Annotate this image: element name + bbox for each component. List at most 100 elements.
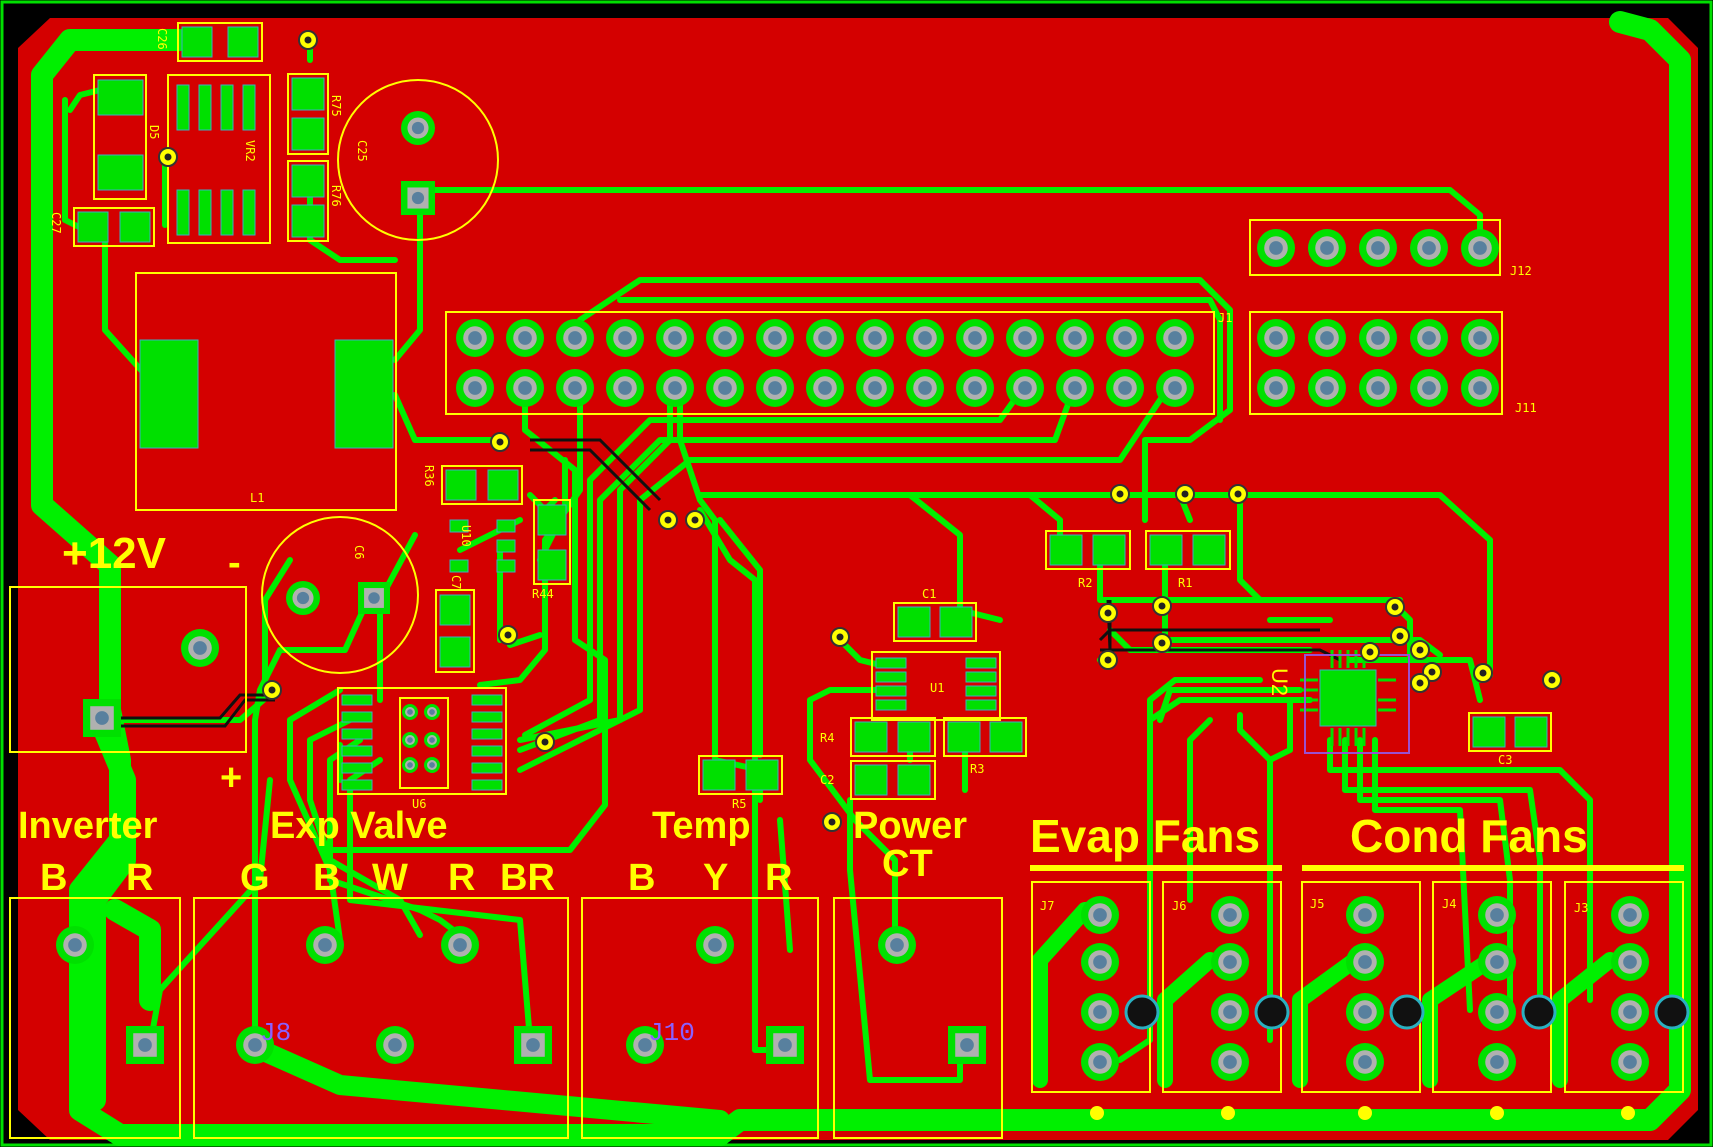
- via-hole: [1234, 490, 1242, 498]
- drill-hole: [1422, 241, 1436, 255]
- via-hole: [1396, 632, 1404, 640]
- ref-u1: U1: [930, 681, 944, 695]
- drill-hole: [468, 331, 482, 345]
- via-hole: [1158, 639, 1166, 647]
- via-hole: [1428, 668, 1436, 676]
- drill-hole: [368, 592, 380, 604]
- via-hole: [1104, 609, 1112, 617]
- ref-j4: J4: [1442, 897, 1456, 911]
- label-cond-fans: Cond Fans: [1350, 810, 1588, 862]
- mount-hole: [1254, 994, 1290, 1030]
- drill-hole: [1623, 1005, 1637, 1019]
- label-temp: Temp: [652, 805, 751, 847]
- ref-l1: L1: [250, 491, 264, 505]
- ref-r44: R44: [532, 587, 554, 601]
- label-minus: -: [228, 542, 241, 584]
- drill-hole: [468, 381, 482, 395]
- label-ev-b: B: [313, 857, 340, 899]
- ref-c26: C26: [155, 28, 169, 50]
- via-hole: [1104, 656, 1112, 664]
- via-hole: [836, 633, 844, 641]
- drill-hole: [429, 737, 435, 743]
- drill-hole: [768, 381, 782, 395]
- drill-hole: [960, 1038, 974, 1052]
- label-temp-y: Y: [703, 857, 728, 899]
- drill-hole: [1358, 1005, 1372, 1019]
- drill-hole: [1320, 241, 1334, 255]
- label-ev-w: W: [372, 857, 408, 899]
- drill-hole: [1093, 908, 1107, 922]
- drill-hole: [1068, 381, 1082, 395]
- drill-hole: [1168, 331, 1182, 345]
- drill-hole: [668, 381, 682, 395]
- ref-j8: J8: [260, 1018, 291, 1048]
- drill-hole: [1269, 241, 1283, 255]
- drill-hole: [1223, 955, 1237, 969]
- ref-c27: C27: [49, 212, 63, 234]
- drill-hole: [968, 331, 982, 345]
- via-hole: [1181, 490, 1189, 498]
- drill-hole: [618, 381, 632, 395]
- label-power-ct-1: Power: [853, 805, 967, 847]
- via-hole: [504, 631, 512, 639]
- drill-hole: [1223, 1005, 1237, 1019]
- drill-hole: [1490, 908, 1504, 922]
- drill-hole: [68, 938, 82, 952]
- ref-r4: R4: [820, 731, 834, 745]
- drill-hole: [1473, 381, 1487, 395]
- drill-hole: [1168, 381, 1182, 395]
- label-exp-valve: Exp Valve: [270, 805, 447, 847]
- drill-hole: [768, 331, 782, 345]
- silkscreen: [9, 22, 1684, 1139]
- drill-hole: [407, 737, 413, 743]
- ref-r75: R75: [329, 95, 343, 117]
- mount-hole: [1389, 994, 1425, 1030]
- via-hole: [541, 738, 549, 746]
- label-ev-r: R: [448, 857, 475, 899]
- drill-hole: [1223, 1055, 1237, 1069]
- ref-j7: J7: [1040, 899, 1054, 913]
- drill-hole: [1093, 1005, 1107, 1019]
- via-hole: [664, 516, 672, 524]
- via-hole: [1391, 603, 1399, 611]
- label-power: +12V: [62, 529, 167, 578]
- via-hole: [1479, 669, 1487, 677]
- drill-hole: [708, 938, 722, 952]
- label-ev-g: G: [240, 857, 270, 899]
- drill-hole: [868, 381, 882, 395]
- label-inverter-r: R: [126, 857, 153, 899]
- drill-hole: [1223, 908, 1237, 922]
- mount-hole: [1654, 994, 1690, 1030]
- ref-j12: J12: [1510, 264, 1532, 278]
- label-temp-r: R: [765, 857, 792, 899]
- drill-hole: [1018, 381, 1032, 395]
- ref-j6: J6: [1172, 899, 1186, 913]
- via-hole: [828, 818, 836, 826]
- drill-hole: [1490, 1055, 1504, 1069]
- ref-c2: C2: [820, 773, 834, 787]
- drill-hole: [138, 1038, 152, 1052]
- ref-j3: J3: [1574, 901, 1588, 915]
- drill-hole: [818, 381, 832, 395]
- drill-hole: [1422, 381, 1436, 395]
- drill-hole: [1118, 381, 1132, 395]
- ref-r2: R2: [1078, 576, 1092, 590]
- label-power-ct-2: CT: [882, 843, 933, 885]
- drill-hole: [453, 938, 467, 952]
- drill-hole: [1068, 331, 1082, 345]
- drill-hole: [518, 331, 532, 345]
- drill-hole: [411, 121, 425, 135]
- drill-hole: [1358, 908, 1372, 922]
- ref-r1: R1: [1178, 576, 1192, 590]
- drill-hole: [568, 381, 582, 395]
- ref-r76: R76: [329, 185, 343, 207]
- drill-hole: [429, 709, 435, 715]
- drill-hole: [1473, 241, 1487, 255]
- ref-r5: R5: [732, 797, 746, 811]
- via-hole: [1158, 602, 1166, 610]
- drill-hole: [411, 191, 425, 205]
- drill-hole: [526, 1038, 540, 1052]
- ref-j11: J11: [1515, 401, 1537, 415]
- drill-hole: [968, 381, 982, 395]
